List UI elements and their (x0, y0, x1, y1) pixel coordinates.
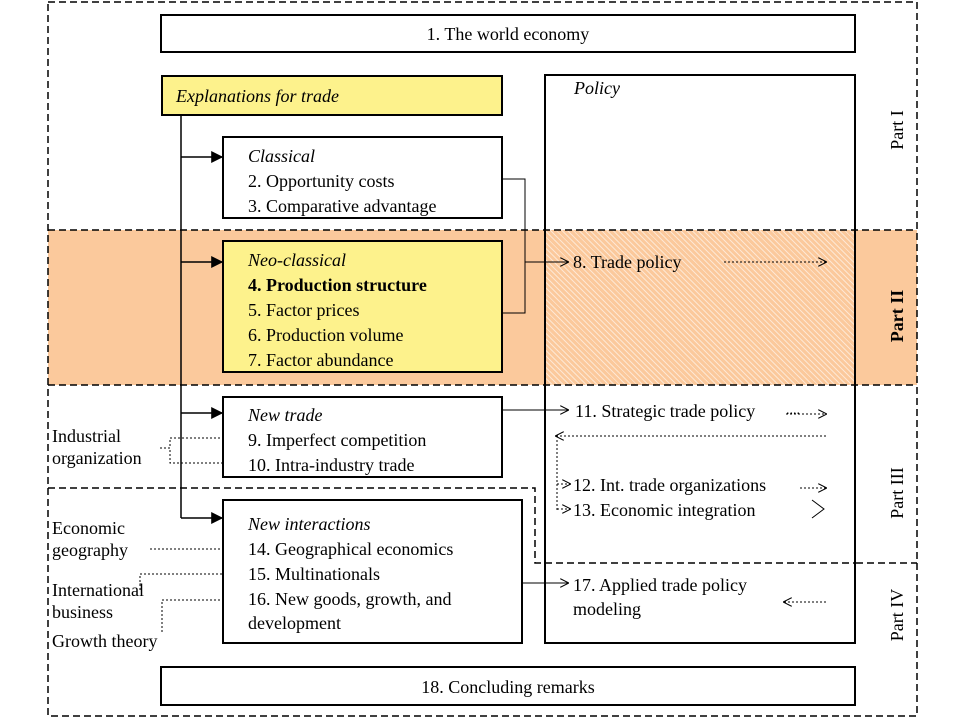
neoclassical-item-5: 5. Factor prices (248, 300, 360, 320)
newtrade-item-9: 9. Imperfect competition (248, 430, 427, 450)
newinteractions-box: New interactions 14. Geographical econom… (222, 499, 523, 644)
explanations-box: Explanations for trade (161, 75, 503, 116)
neoclassical-item-4: 4. Production structure (248, 275, 427, 295)
industrial-connector-2 (160, 447, 244, 463)
classical-title: Classical (248, 146, 316, 166)
part-i-label: Part I (887, 110, 907, 150)
newinteractions-title: New interactions (248, 514, 371, 534)
classical-box: Classical 2. Opportunity costs 3. Compar… (222, 136, 503, 219)
policy-item-17: 17. Applied trade policy (573, 575, 747, 595)
newinteractions-item-16: 16. New goods, growth, and (248, 589, 452, 609)
neoclassical-title: Neo-classical (248, 250, 346, 270)
neoclassical-box: Neo-classical 4. Production structure 5.… (222, 240, 503, 373)
intbus-connector (139, 574, 244, 590)
classical-item-3: 3. Comparative advantage (248, 196, 437, 216)
strategic-dots: .... (786, 403, 800, 418)
policy-item-8: 8. Trade policy (573, 252, 682, 272)
newinteractions-item-14: 14. Geographical economics (248, 539, 454, 559)
explanations-label: Explanations for trade (176, 86, 339, 106)
policy-item-13: 13. Economic integration (573, 500, 756, 520)
world-economy-box: 1. The world economy (160, 14, 856, 53)
policy-item-12: 12. Int. trade organizations (573, 475, 767, 495)
newtrade-item-10: 10. Intra-industry trade (248, 455, 415, 475)
growth-connector (161, 600, 244, 632)
label-growth: Growth theory (52, 631, 158, 651)
chevron-13-out (811, 499, 825, 519)
policy-item-11: 11. Strategic trade policy (575, 401, 756, 421)
label-intbus-2: business (52, 602, 114, 622)
label-intbus-1: International (52, 580, 144, 600)
bracket-trade-policy (503, 178, 526, 314)
newinteractions-item-16-cont: development (248, 613, 341, 633)
neoclassical-item-7: 7. Factor abundance (248, 350, 394, 370)
label-industrial-1: Industrial (52, 426, 121, 446)
classical-item-2: 2. Opportunity costs (248, 171, 395, 191)
newinteractions-item-15: 15. Multinationals (248, 564, 380, 584)
newtrade-title: New trade (248, 405, 323, 425)
outer-frame (47, 1, 918, 717)
part-ii-label: Part II (887, 289, 907, 343)
label-econgeo-2: geography (52, 540, 128, 560)
world-economy-label: 1. The world economy (426, 24, 590, 44)
label-industrial-2: organization (52, 448, 142, 468)
policy-header: Policy (574, 78, 620, 98)
newtrade-box: New trade 9. Imperfect competition 10. I… (222, 396, 503, 478)
part-iii-boundary (48, 487, 856, 564)
neoclassical-item-6: 6. Production volume (248, 325, 404, 345)
policy-band-hatch (546, 230, 854, 385)
concluding-remarks-box: 18. Concluding remarks (160, 666, 856, 706)
part-iv-label: Part IV (887, 588, 907, 642)
policy-item-17-cont: modeling (573, 599, 641, 619)
part-iii-label: Part III (887, 467, 907, 519)
label-econgeo-1: Economic (52, 518, 125, 538)
concluding-remarks-label: 18. Concluding remarks (421, 677, 595, 697)
